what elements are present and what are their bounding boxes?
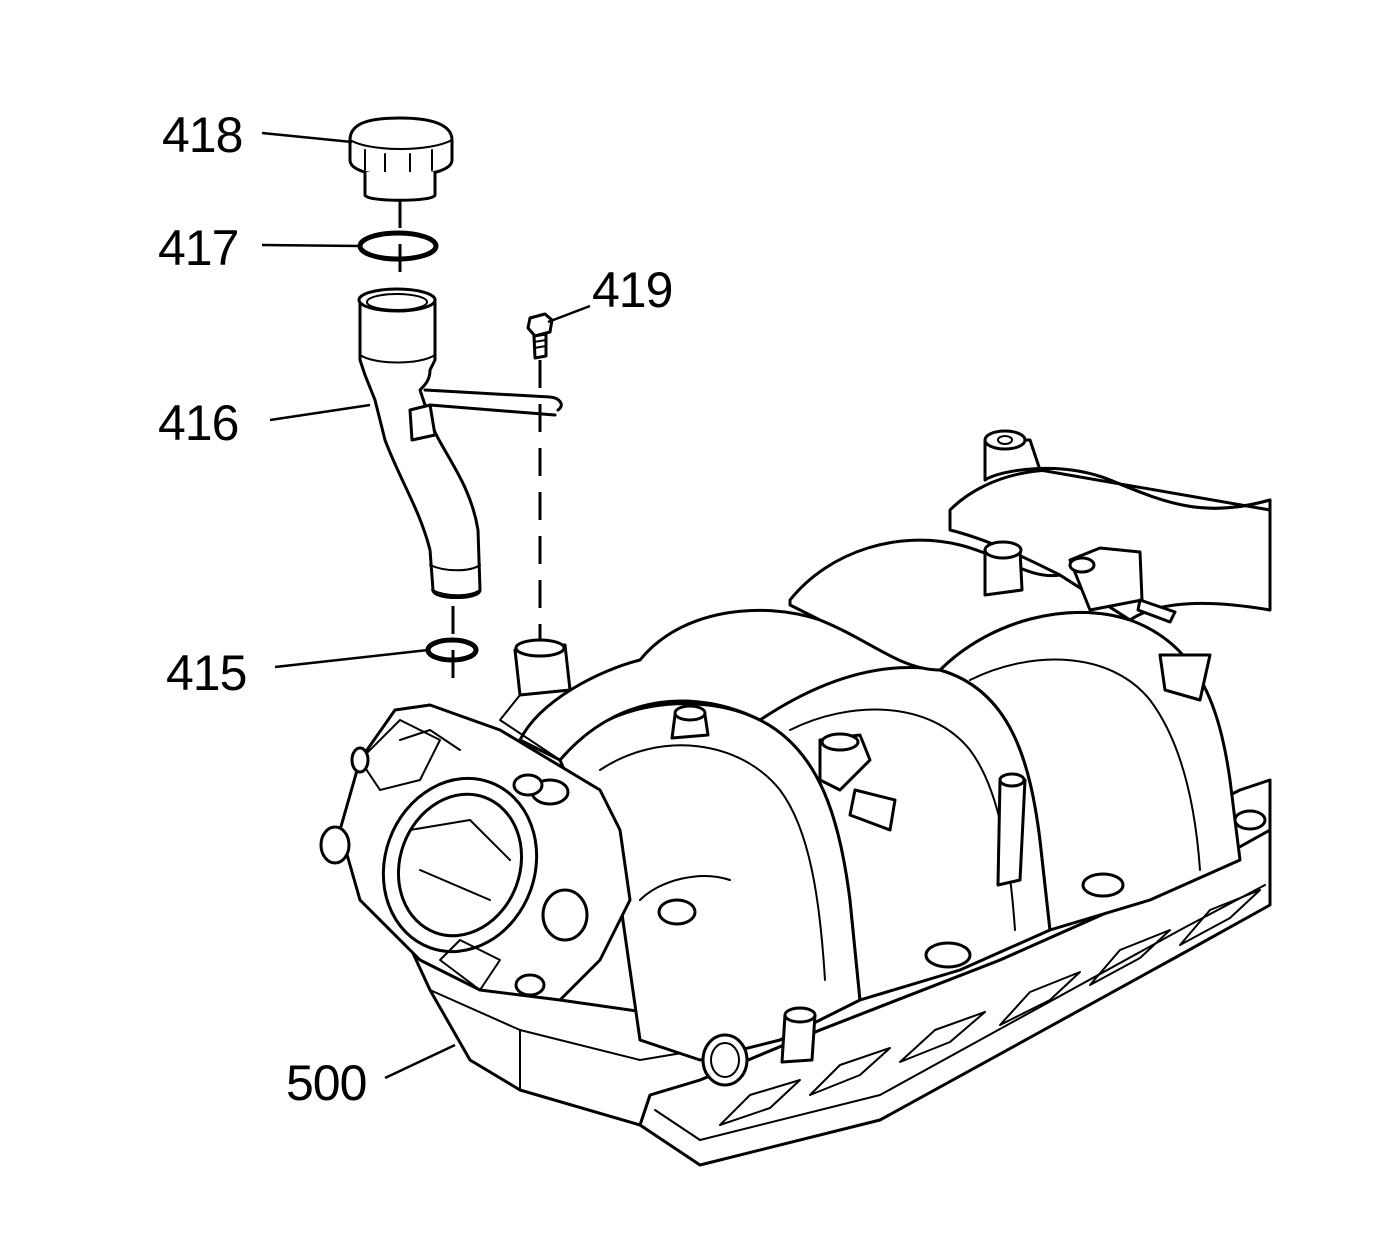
intake-manifold: [319, 429, 1272, 1167]
leader-418: [261, 131, 353, 144]
leader-416: [269, 403, 371, 422]
leader-419: [547, 304, 591, 324]
callout-417: 417: [158, 220, 238, 276]
cap-o-ring-seal: [357, 230, 439, 262]
leader-lines: [261, 131, 591, 1080]
callout-416: 416: [158, 395, 238, 451]
leader-500: [384, 1043, 456, 1080]
oil-fill-tube: [357, 287, 563, 599]
leader-417: [261, 243, 361, 248]
callout-labels: 418 417 419 416 415 500: [158, 107, 673, 1111]
callout-418: 418: [162, 107, 242, 163]
tube-bracket-bolt: [526, 312, 554, 360]
callout-415: 415: [166, 645, 246, 701]
oil-fill-cap: [348, 116, 454, 202]
callout-500: 500: [286, 1055, 366, 1111]
callout-419: 419: [592, 262, 672, 318]
leader-415: [274, 648, 429, 669]
